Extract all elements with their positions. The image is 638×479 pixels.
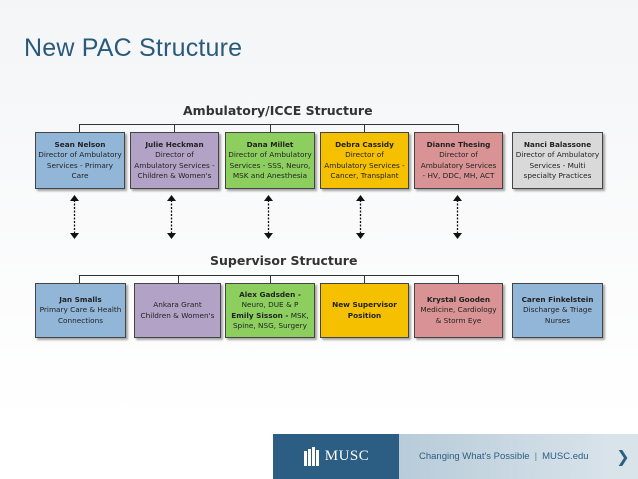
supervisor-box-jan-smalls: Jan Smalls Primary Care & Health Connect… [35,283,126,338]
supervisor-name-area: Ankara Grant Children & Women's [140,300,215,320]
double-arrow-icon [356,195,365,239]
supervisor-connector-drop [270,275,271,283]
director-name: Dianne Thesing [426,139,491,149]
director-box-nanci-balassone: Nanci Balassone Director of Ambulatory S… [512,132,603,189]
director-box-debra-cassidy: Debra Cassidy Director of Ambulatory Ser… [320,132,409,189]
director-name: Sean Nelson [54,139,106,149]
ambulatory-connector-line [79,124,459,125]
supervisor-connector-drop [364,275,365,283]
supervisor-box-gadsden-sisson: Alex Gadsden - Neuro, DUE & P Emily Siss… [225,283,315,338]
ambulatory-connector-drop [270,124,271,132]
supervisor-box-new-position: New Supervisor Position [320,283,409,338]
footer-tagline-area: Changing What's Possible | MUSC.edu [399,434,608,479]
musc-logo: MUSC [273,434,399,479]
supervisor-name: Krystal Gooden [426,294,491,304]
director-name: Julie Heckman [145,139,204,149]
supervisor-connector-line [79,275,459,276]
director-role: Director of Ambulatory Services - Multi … [515,150,600,180]
supervisor-connector-drop [79,275,80,283]
supervisor-name: Jan Smalls [59,294,102,304]
supervisor-area: Primary Care & Health Connections [39,305,122,325]
supervisor-area: Discharge & Triage Nurses [523,305,592,325]
ambulatory-connector-drop [364,124,365,132]
ambulatory-connector-drop [79,124,80,132]
director-role: Director of Ambulatory Services - Primar… [38,150,122,180]
supervisor-box-ankara-grant: Ankara Grant Children & Women's [134,283,221,338]
director-role: Director of Ambulatory Services - HV, DD… [420,150,497,180]
supervisor-name: Caren Finkelstein [521,294,594,304]
ambulatory-connector-drop [174,124,175,132]
supervisor-connector-drop [178,275,179,283]
supervisor-name: Alex Gadsden - [239,289,301,299]
director-box-julie-heckman: Julie Heckman Director of Ambulatory Ser… [130,132,219,189]
supervisor-area: MSK, Spine, NSG, Surgery [233,310,309,330]
director-role: Director of Ambulatory Services - Childr… [134,150,215,180]
supervisor-area: Neuro, DUE & P [241,300,299,310]
director-box-dana-millet: Dana Millet Director of Ambulatory Servi… [225,132,315,189]
director-role: Director of Ambulatory Services - SSS, N… [228,150,312,180]
slide-title: New PAC Structure [24,34,243,62]
supervisor-structure-title: Supervisor Structure [210,253,358,268]
supervisor-box-krystal-gooden: Krystal Gooden Medicine, Cardiology & St… [414,283,503,338]
ambulatory-structure-title: Ambulatory/ICCE Structure [183,103,373,118]
footer-banner: MUSC Changing What's Possible | MUSC.edu… [273,434,638,479]
director-name: Debra Cassidy [335,139,394,149]
double-arrow-icon [70,195,79,239]
double-arrow-icon [453,195,462,239]
supervisor-name: Emily Sisson - [231,310,289,320]
supervisor-area: Medicine, Cardiology & Storm Eye [420,305,497,325]
chevron-right-icon[interactable]: ❯ [608,434,638,479]
double-arrow-icon [167,195,176,239]
building-icon [303,446,319,466]
tagline-text: Changing What's Possible [419,451,530,462]
logo-text: MUSC [324,448,370,464]
supervisor-box-caren-finkelstein: Caren Finkelstein Discharge & Triage Nur… [512,283,603,338]
director-box-sean-nelson: Sean Nelson Director of Ambulatory Servi… [35,132,125,189]
director-name: Nanci Balassone [523,139,592,149]
ambulatory-connector-drop [458,124,459,132]
supervisor-connector-drop [458,275,459,283]
website-link[interactable]: MUSC.edu [542,451,589,462]
director-role: Director of Ambulatory Services - Cancer… [324,150,405,180]
director-box-dianne-thesing: Dianne Thesing Director of Ambulatory Se… [414,132,503,189]
director-name: Dana Millet [246,139,294,149]
supervisor-name: New Supervisor Position [332,300,397,320]
tagline-separator: | [534,451,538,462]
double-arrow-icon [264,195,273,239]
